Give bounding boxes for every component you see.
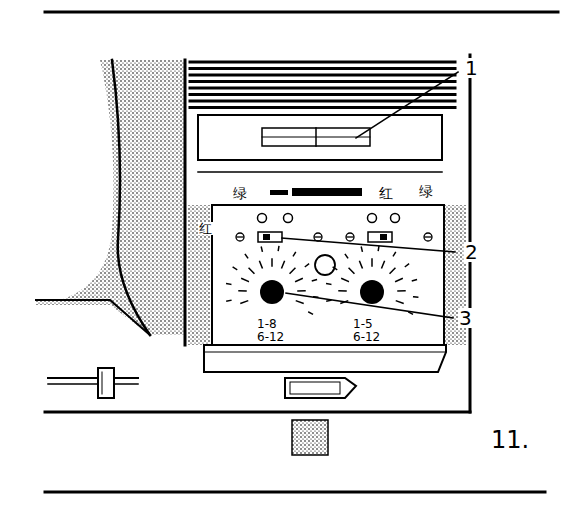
color-label: 红 [198,222,213,235]
callout-number: 3 [458,308,473,328]
range-label: 1-8 [256,318,278,330]
figure-number: 11. [490,428,530,452]
color-label: 绿 [418,184,434,198]
callout-number: 1 [464,58,479,78]
color-label: 红 [378,186,394,200]
range-label: 1-5 [352,318,374,330]
callout-number: 2 [464,242,479,262]
range-label: 6-12 [256,331,285,343]
range-label: 6-12 [352,331,381,343]
color-label: 绿 [232,186,248,200]
